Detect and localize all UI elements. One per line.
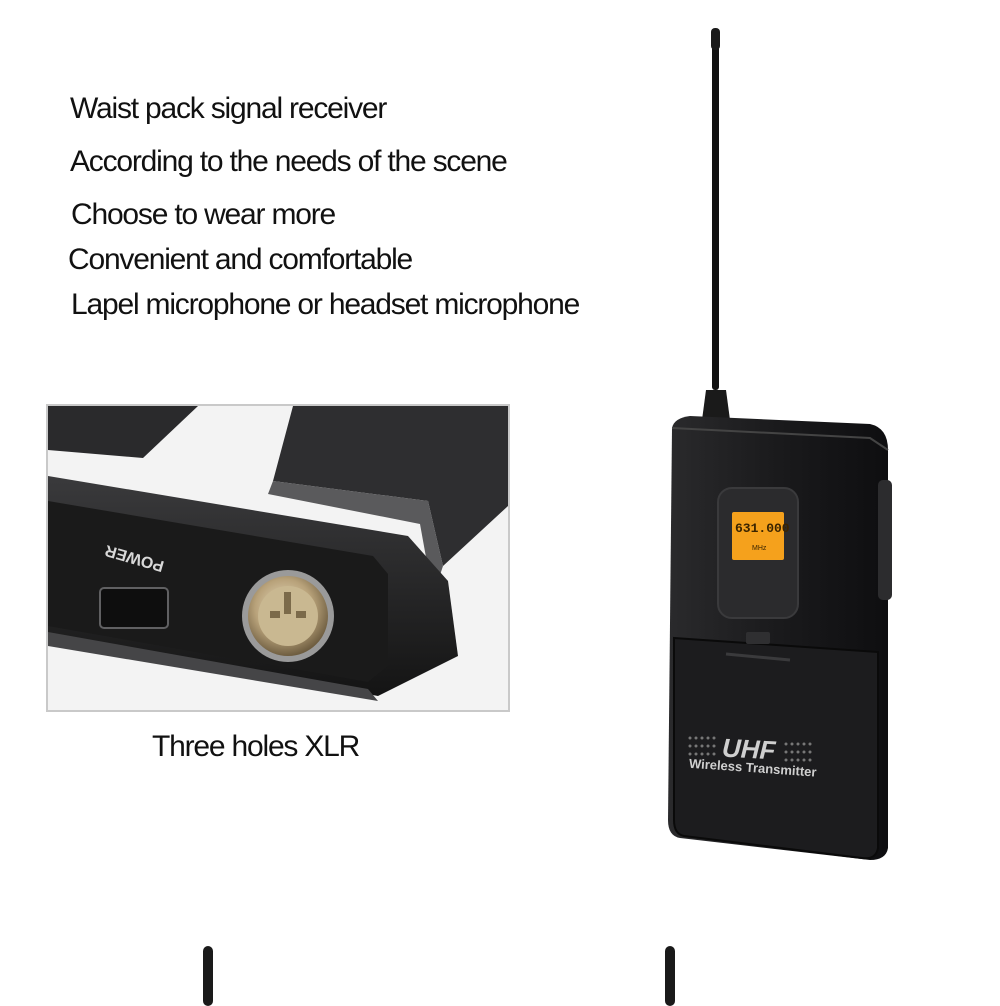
power-switch <box>99 587 169 629</box>
belt-clip-right <box>273 406 508 566</box>
xlr-caption: Three holes XLR <box>152 730 360 763</box>
feature-line-5: Lapel microphone or headset microphone <box>71 288 580 321</box>
lcd-unit: MHz <box>752 545 767 552</box>
feature-line-3: Choose to wear more <box>71 198 336 231</box>
bodypack-transmitter: 631.000 MHz UHF Wireless Transmitter <box>660 20 910 870</box>
xlr-closeup-inset: POWER <box>46 404 510 712</box>
uhf-logo: UHF <box>721 733 777 766</box>
speaker-dots <box>688 736 812 762</box>
belt-clip <box>878 480 892 600</box>
lcd-display <box>732 512 784 560</box>
feature-line-2: According to the needs of the scene <box>70 145 508 178</box>
feature-line-4: Convenient and comfortable <box>68 243 413 276</box>
transmitter-image: 631.000 MHz UHF Wireless Transmitter <box>668 28 892 860</box>
xlr-closeup-image: POWER <box>48 406 508 710</box>
lcd-frequency: 631.000 <box>735 521 790 536</box>
feature-line-1: Waist pack signal receiver <box>70 92 387 125</box>
belt-clip-left <box>48 406 198 458</box>
lapel-mic-tip-left <box>203 946 213 1006</box>
lapel-mic-tip-right <box>665 946 675 1006</box>
antenna <box>712 30 719 390</box>
battery-door <box>673 636 879 860</box>
